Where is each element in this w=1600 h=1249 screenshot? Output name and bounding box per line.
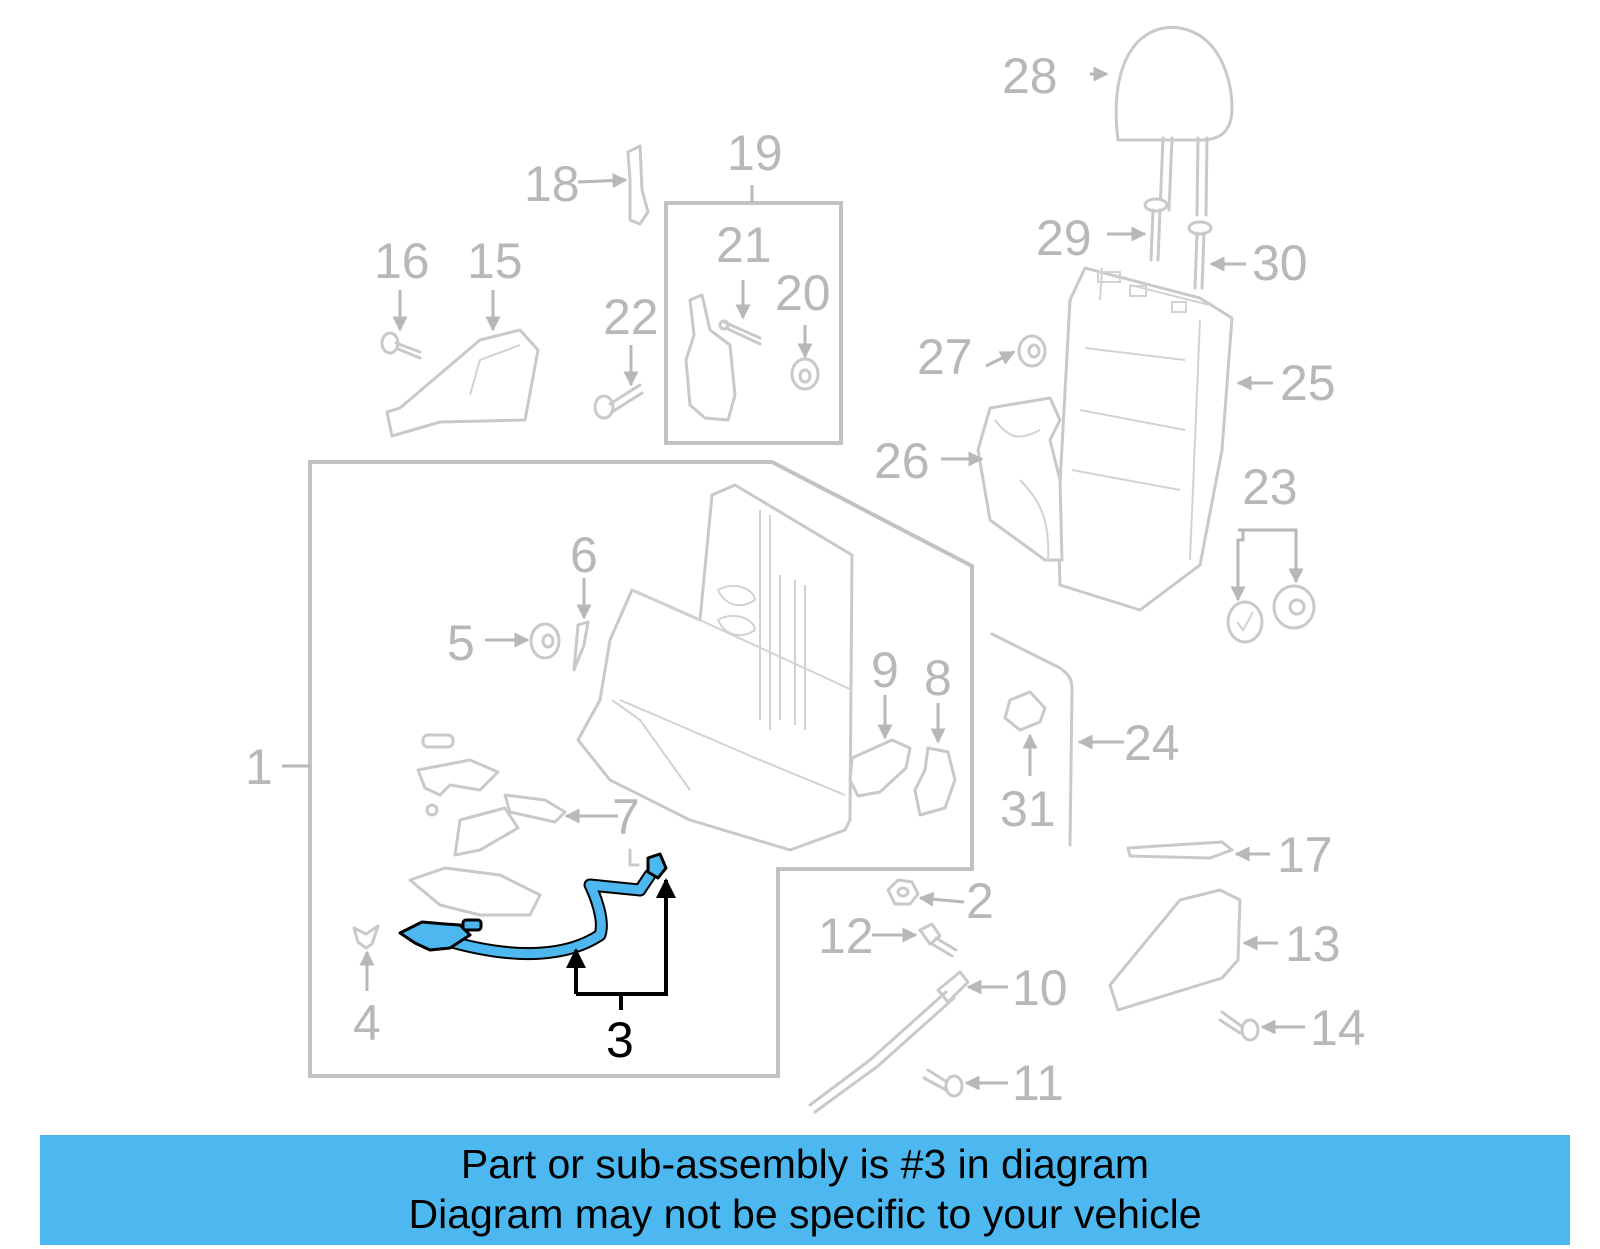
callout-24: 24 (1124, 715, 1180, 771)
callout-14: 14 (1310, 1000, 1366, 1056)
trim-strip-24 (990, 632, 1074, 847)
callout-27: 27 (917, 329, 973, 385)
seat-frame (576, 483, 854, 852)
callout-7: 7 (612, 789, 640, 845)
clip-18 (626, 144, 650, 226)
clip-4 (352, 924, 380, 950)
strip-17 (1126, 840, 1234, 860)
callout-16: 16 (374, 233, 430, 289)
bushing-20 (790, 357, 820, 391)
recliner-plate (684, 293, 737, 422)
callout-30: 30 (1252, 235, 1308, 291)
callout-4: 4 (353, 995, 381, 1051)
callout-2: 2 (966, 873, 994, 929)
callout-22: 22 (603, 289, 659, 345)
callout-28: 28 (1002, 48, 1058, 104)
seat-back-pad (976, 396, 1064, 562)
callout-13: 13 (1285, 916, 1341, 972)
callout-6: 6 (570, 527, 598, 583)
callout-23: 23 (1242, 459, 1298, 515)
callout-17: 17 (1277, 827, 1333, 883)
headrest-guides (1143, 197, 1213, 290)
washers-23 (1226, 584, 1316, 644)
callout-19: 19 (727, 125, 783, 181)
harness-part-3-highlighted (398, 852, 668, 961)
clip-31 (1003, 690, 1047, 732)
bolt-12 (918, 922, 958, 958)
spring-21 (718, 319, 762, 346)
leader-lines (282, 66, 1305, 1091)
bolt-11 (922, 1068, 964, 1098)
callout-25: 25 (1280, 355, 1336, 411)
headrest-part (1114, 25, 1234, 217)
bushing-5 (529, 622, 561, 660)
leader-lines-3 (566, 878, 676, 1010)
rod-10 (808, 970, 970, 1114)
seat-back-cover (1056, 266, 1234, 612)
callout-12: 12 (818, 908, 874, 964)
screw-14 (1218, 1010, 1260, 1042)
callout-9: 9 (871, 642, 899, 698)
callout-26: 26 (874, 433, 930, 489)
callout-1: 1 (245, 739, 273, 795)
clip-6 (572, 620, 590, 672)
callout-18: 18 (524, 156, 580, 212)
callout-20: 20 (775, 265, 831, 321)
banner-line-1: Part or sub-assembly is #3 in diagram (460, 1141, 1150, 1187)
banner-line-2: Diagram may not be specific to your vehi… (408, 1191, 1202, 1237)
bracket-9 (848, 738, 912, 798)
callout-15: 15 (467, 233, 523, 289)
cover-13 (1108, 888, 1242, 1012)
grommet-27 (1017, 334, 1047, 368)
callout-11: 11 (1012, 1055, 1064, 1111)
assembly-box-1 (308, 460, 974, 1078)
callout-29: 29 (1036, 210, 1092, 266)
nut-2 (886, 878, 920, 906)
callout-10: 10 (1012, 960, 1068, 1016)
callout-31: 31 (1000, 781, 1056, 837)
cover-8 (913, 746, 957, 817)
callout-3: 3 (606, 1012, 634, 1068)
lower-mechanism (408, 733, 640, 917)
screw-16 (380, 331, 422, 360)
callout-labels: 1 2 3 4 5 6 7 8 9 10 11 12 13 14 15 16 1… (245, 48, 1366, 1111)
callout-5: 5 (447, 615, 475, 671)
callout-21: 21 (716, 217, 772, 273)
trim-cover-15 (385, 328, 540, 438)
bolt-22 (593, 383, 644, 420)
info-banner: Part or sub-assembly is #3 in diagram Di… (40, 1135, 1570, 1245)
callout-8: 8 (924, 650, 952, 706)
